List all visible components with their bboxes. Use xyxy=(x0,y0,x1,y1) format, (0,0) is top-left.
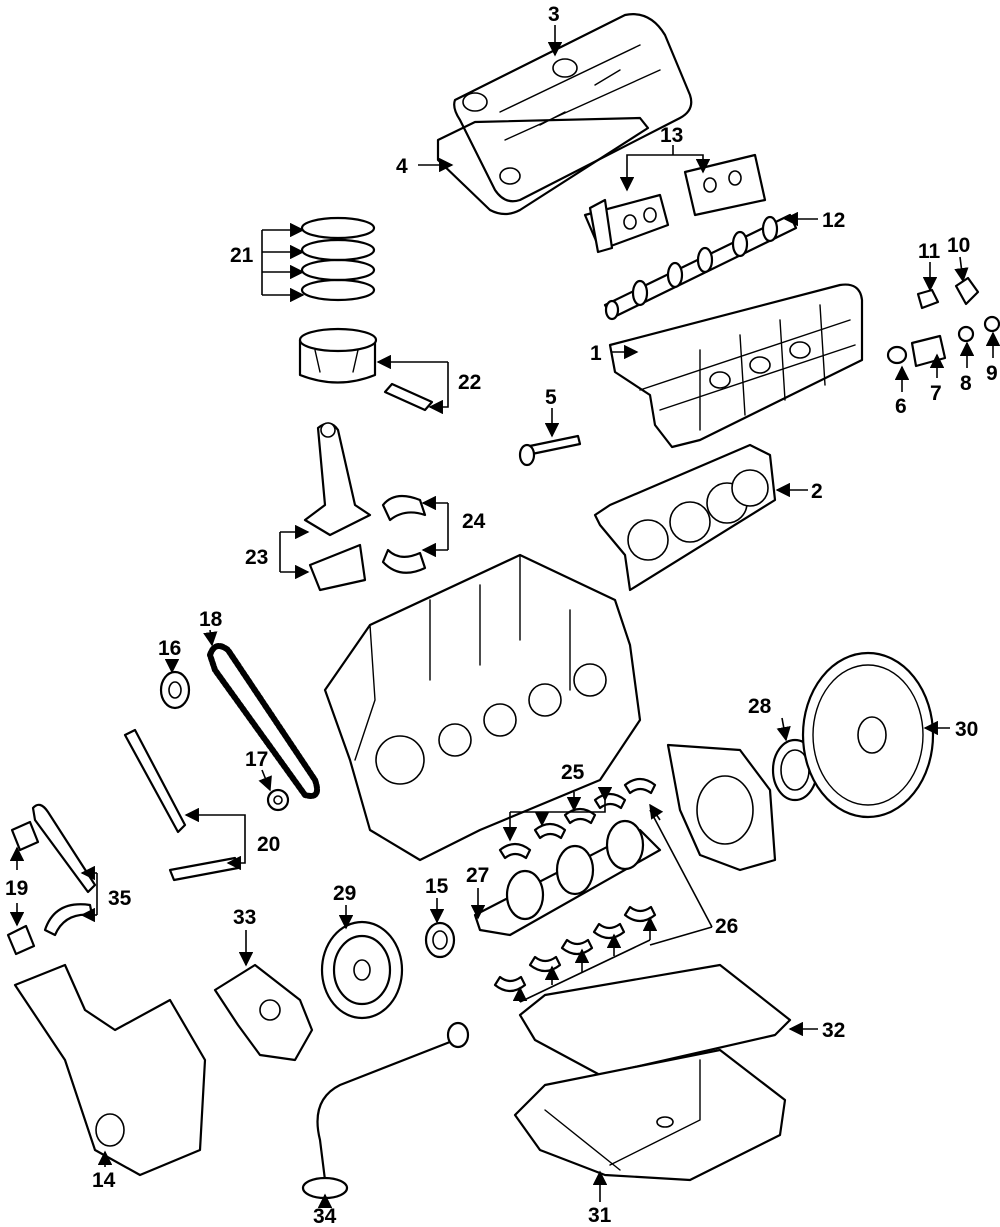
callout-32: 32 xyxy=(822,1019,845,1042)
callout-23: 23 xyxy=(245,546,268,569)
callout-9: 9 xyxy=(986,362,998,385)
callout-15: 15 xyxy=(425,875,449,898)
callout-24: 24 xyxy=(462,510,486,533)
callout-20: 20 xyxy=(257,833,280,856)
tensioners xyxy=(6,820,40,956)
callout-labels: 1 2 3 4 5 6 7 8 9 10 11 12 13 14 15 16 1… xyxy=(5,3,998,1227)
front-cover xyxy=(13,963,207,1177)
crank-pulley xyxy=(320,920,404,1020)
leader-lines xyxy=(9,25,1000,1208)
oil-pump xyxy=(213,963,314,1062)
callout-26: 26 xyxy=(715,915,738,938)
callout-1: 1 xyxy=(590,342,602,365)
callout-31: 31 xyxy=(588,1204,612,1227)
callout-11: 11 xyxy=(918,240,941,263)
callout-5: 5 xyxy=(545,386,557,409)
piston-rings xyxy=(300,216,376,302)
oil-pan-gasket xyxy=(518,963,792,1077)
callout-34: 34 xyxy=(313,1205,337,1227)
chain-guides xyxy=(123,728,240,882)
rod-bearings xyxy=(381,494,427,574)
oil-pan xyxy=(513,1048,787,1182)
callout-33: 33 xyxy=(233,906,256,929)
head-gasket xyxy=(593,443,777,592)
rear-cover-plate xyxy=(666,743,777,872)
callout-17: 17 xyxy=(245,748,268,771)
callout-10: 10 xyxy=(947,234,970,257)
callout-30: 30 xyxy=(955,718,978,741)
main-bearings-upper xyxy=(498,777,657,860)
cylinder-head xyxy=(608,283,864,449)
callout-6: 6 xyxy=(895,395,907,418)
timing-chain xyxy=(207,643,320,799)
small-sprocket xyxy=(266,788,290,812)
valve-cover-gasket xyxy=(436,116,650,216)
callout-4: 4 xyxy=(396,155,408,178)
tensioner-arms xyxy=(31,803,97,937)
callout-8: 8 xyxy=(960,372,972,395)
callout-14: 14 xyxy=(92,1169,116,1192)
callout-27: 27 xyxy=(466,864,489,887)
callout-16: 16 xyxy=(158,637,181,660)
crank-sprocket xyxy=(159,670,191,710)
callout-3: 3 xyxy=(548,3,560,26)
camshaft xyxy=(603,213,798,321)
piston xyxy=(298,327,378,384)
engine-block xyxy=(323,553,642,862)
valve-cover xyxy=(453,13,693,203)
flywheel xyxy=(801,651,935,819)
oil-pickup xyxy=(301,1021,470,1200)
crankshaft xyxy=(473,819,662,937)
piston-pin xyxy=(383,382,434,412)
front-seal xyxy=(424,921,456,959)
connecting-rod xyxy=(303,422,372,592)
callout-35: 35 xyxy=(108,887,132,910)
callout-13: 13 xyxy=(660,124,683,147)
callout-7: 7 xyxy=(930,382,942,405)
callout-25: 25 xyxy=(561,761,585,784)
callout-28: 28 xyxy=(748,695,772,718)
valve-train-parts xyxy=(886,276,1000,368)
callout-21: 21 xyxy=(230,244,254,267)
callout-12: 12 xyxy=(822,209,845,232)
callout-18: 18 xyxy=(199,608,223,631)
callout-22: 22 xyxy=(458,371,481,394)
callout-29: 29 xyxy=(333,882,356,905)
head-bolt xyxy=(518,434,582,467)
callout-19: 19 xyxy=(5,877,28,900)
callout-2: 2 xyxy=(811,480,823,503)
